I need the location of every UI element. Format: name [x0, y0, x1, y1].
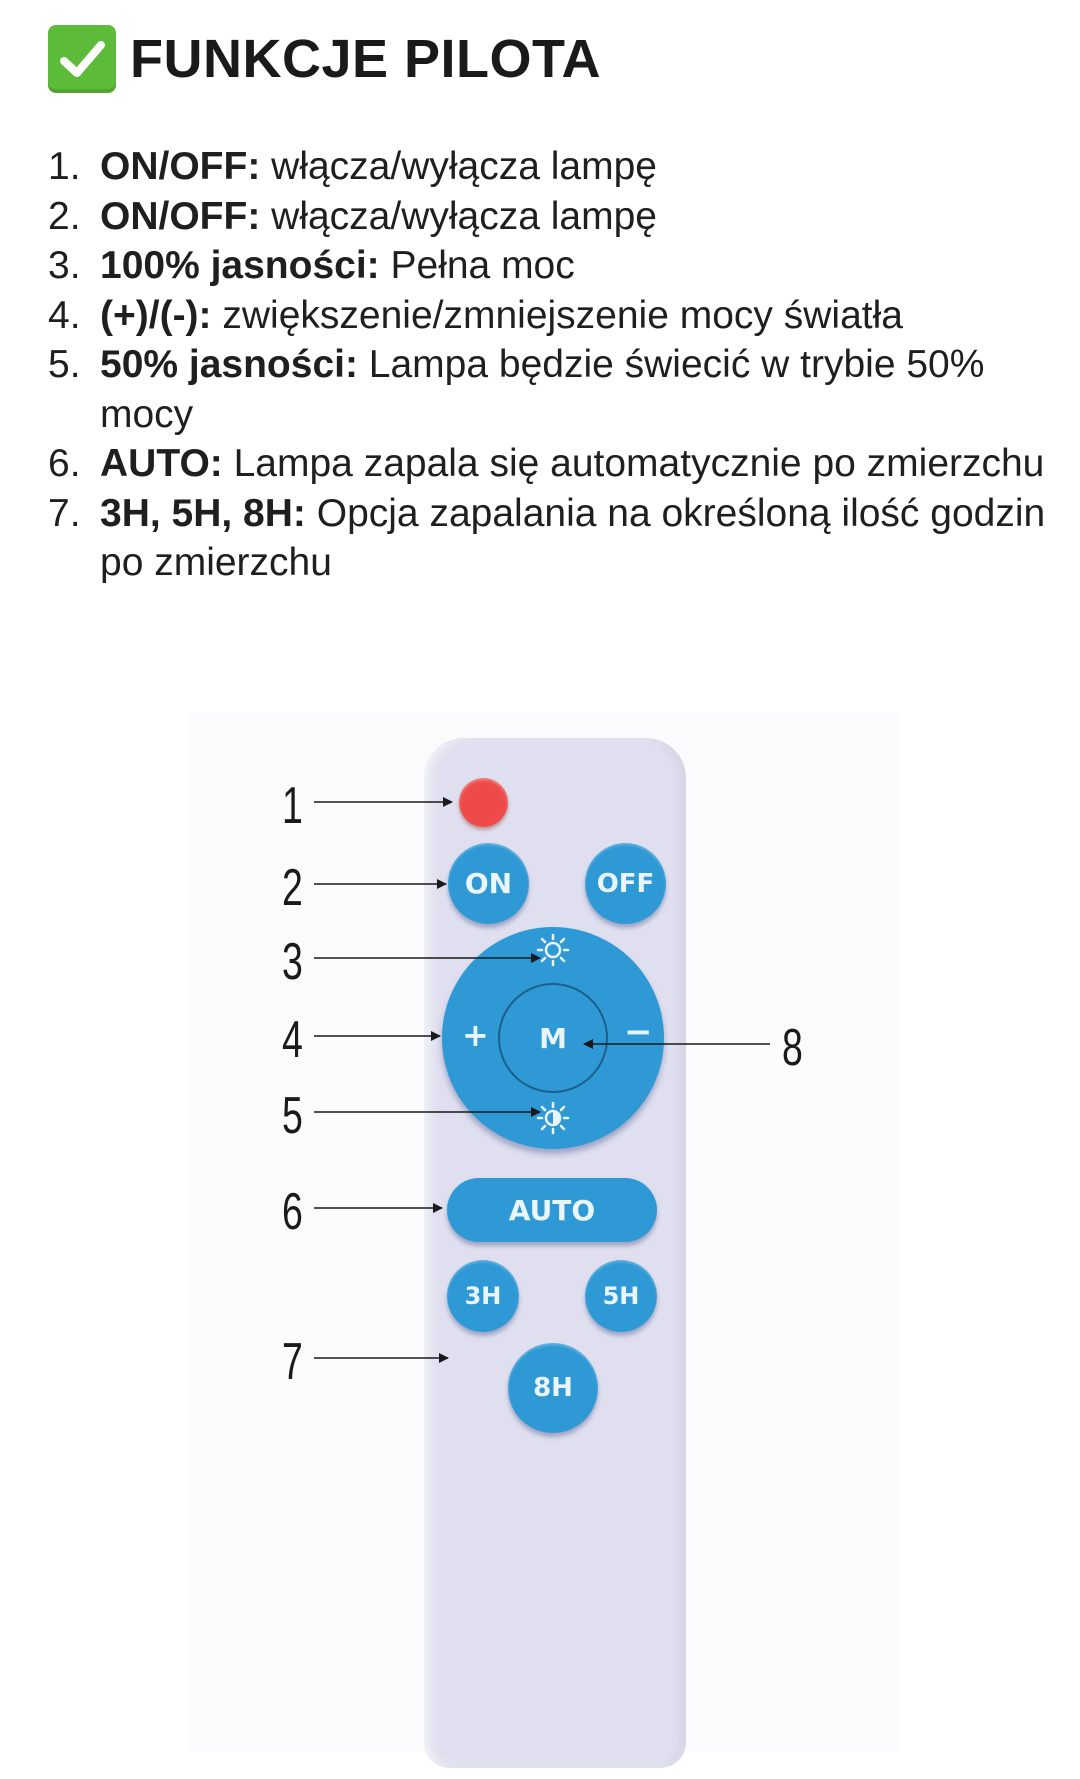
check-mark-icon [48, 25, 116, 93]
mode-button: M [498, 983, 608, 1093]
list-item: 6.AUTO: Lampa zapala się automatycznie p… [48, 442, 1045, 485]
callout-number-5: 5 [282, 1087, 303, 1145]
plus-button: + [462, 1016, 489, 1054]
callout-number-8: 8 [782, 1019, 803, 1077]
off-button: OFF [585, 843, 666, 924]
sun-full-icon [536, 933, 570, 967]
list-item: 3.100% jasności: Pełna moc [48, 244, 575, 287]
list-item: 4.(+)/(-): zwiększenie/zmniejszenie mocy… [48, 293, 903, 337]
sun-half-icon [536, 1101, 570, 1135]
timer-8h-button: 8H [508, 1343, 598, 1433]
timer-3h-button: 3H [447, 1260, 519, 1332]
page-title: FUNKCJE PILOTA [130, 29, 602, 89]
power-button [459, 778, 508, 827]
feature-list: 1.ON/OFF: włącza/wyłącza lampę 2.ON/OFF:… [48, 142, 1058, 588]
list-item: 5.50% jasności: Lampa będzie świecić w t… [48, 343, 985, 436]
callout-number-7: 7 [282, 1333, 303, 1391]
timer-5h-button: 5H [585, 1260, 657, 1332]
auto-button: AUTO [447, 1178, 657, 1242]
callout-number-3: 3 [282, 933, 303, 991]
on-button: ON [448, 843, 529, 924]
page-title-row: FUNKCJE PILOTA [48, 24, 601, 94]
callout-number-1: 1 [282, 777, 303, 835]
callout-number-4: 4 [282, 1011, 303, 1069]
list-item: 7.3H, 5H, 8H: Opcja zapalania na określo… [48, 491, 1046, 585]
minus-button: − [624, 1012, 653, 1052]
list-item: 1.ON/OFF: włącza/wyłącza lampę [48, 145, 657, 188]
callout-number-2: 2 [282, 859, 303, 917]
list-item: 2.ON/OFF: włącza/wyłącza lampę [48, 194, 657, 238]
callout-number-6: 6 [282, 1183, 303, 1241]
